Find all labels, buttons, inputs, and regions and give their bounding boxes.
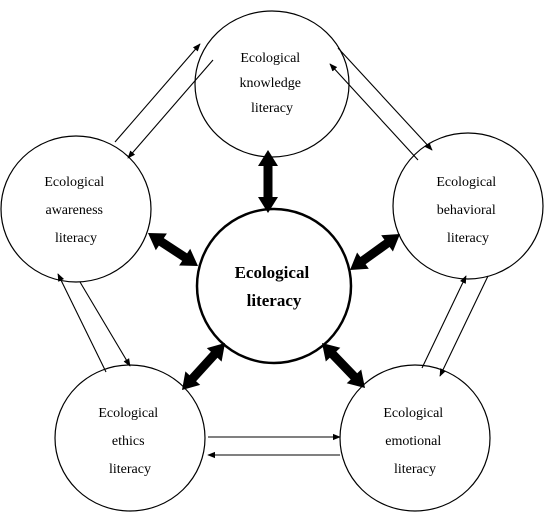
thick-arrow-center-emotional [322, 343, 365, 388]
ethics-label-line-3: literacy [109, 462, 151, 477]
ethics-node-label: Ecological ethics literacy [98, 406, 161, 477]
center-label-line-2: literacy [247, 291, 302, 310]
knowledge-label-line-2: knowledge [240, 76, 301, 91]
center-node-circle [195, 207, 353, 365]
awareness-label-line-1: Ecological [44, 175, 104, 190]
emotional-label-line-1: Ecological [383, 406, 443, 421]
thick-arrow-center-ethics [182, 343, 225, 390]
behavioral-label-line-3: literacy [447, 231, 489, 246]
arrow-behavioral-to-emotional [439, 275, 489, 377]
emotional-label-line-3: literacy [394, 462, 436, 477]
arrow-emotional-to-behavioral [421, 275, 467, 369]
ethics-label-line-1: Ecological [98, 406, 158, 421]
thick-arrow-center-behavioral [350, 234, 400, 270]
awareness-node-circle [0, 135, 152, 283]
arrow-awareness-to-ethics [79, 281, 131, 367]
knowledge-label-line-3: literacy [251, 101, 293, 116]
thick-arrow-center-awareness [148, 233, 198, 266]
thick-arrow-center-knowledge [258, 150, 278, 213]
arrow-awareness-to-knowledge [114, 43, 201, 143]
emotional-node-label: Ecological emotional literacy [383, 406, 446, 477]
thin-arrows-group [57, 43, 489, 459]
behavioral-node-label: Ecological behavioral literacy [436, 175, 499, 246]
center-node-label: Ecological literacy [235, 263, 314, 310]
thick-arrows-group [148, 150, 400, 390]
awareness-label-line-3: literacy [55, 231, 97, 246]
behavioral-label-line-2: behavioral [437, 203, 496, 218]
arrow-ethics-to-awareness [57, 273, 107, 373]
arrow-knowledge-to-awareness [127, 59, 214, 159]
arrow-knowledge-to-behavioral [337, 47, 433, 151]
awareness-label-line-2: awareness [45, 203, 103, 218]
awareness-node-label: Ecological awareness literacy [44, 175, 107, 246]
behavioral-node-circle [392, 132, 544, 280]
knowledge-node-label: Ecological knowledge literacy [240, 51, 305, 116]
center-label-line-1: Ecological [235, 263, 310, 282]
emotional-label-line-2: emotional [385, 434, 441, 449]
behavioral-label-line-1: Ecological [436, 175, 496, 190]
arrow-behavioral-to-knowledge [329, 63, 419, 161]
ethics-label-line-2: ethics [112, 434, 145, 449]
knowledge-label-line-1: Ecological [240, 51, 300, 66]
